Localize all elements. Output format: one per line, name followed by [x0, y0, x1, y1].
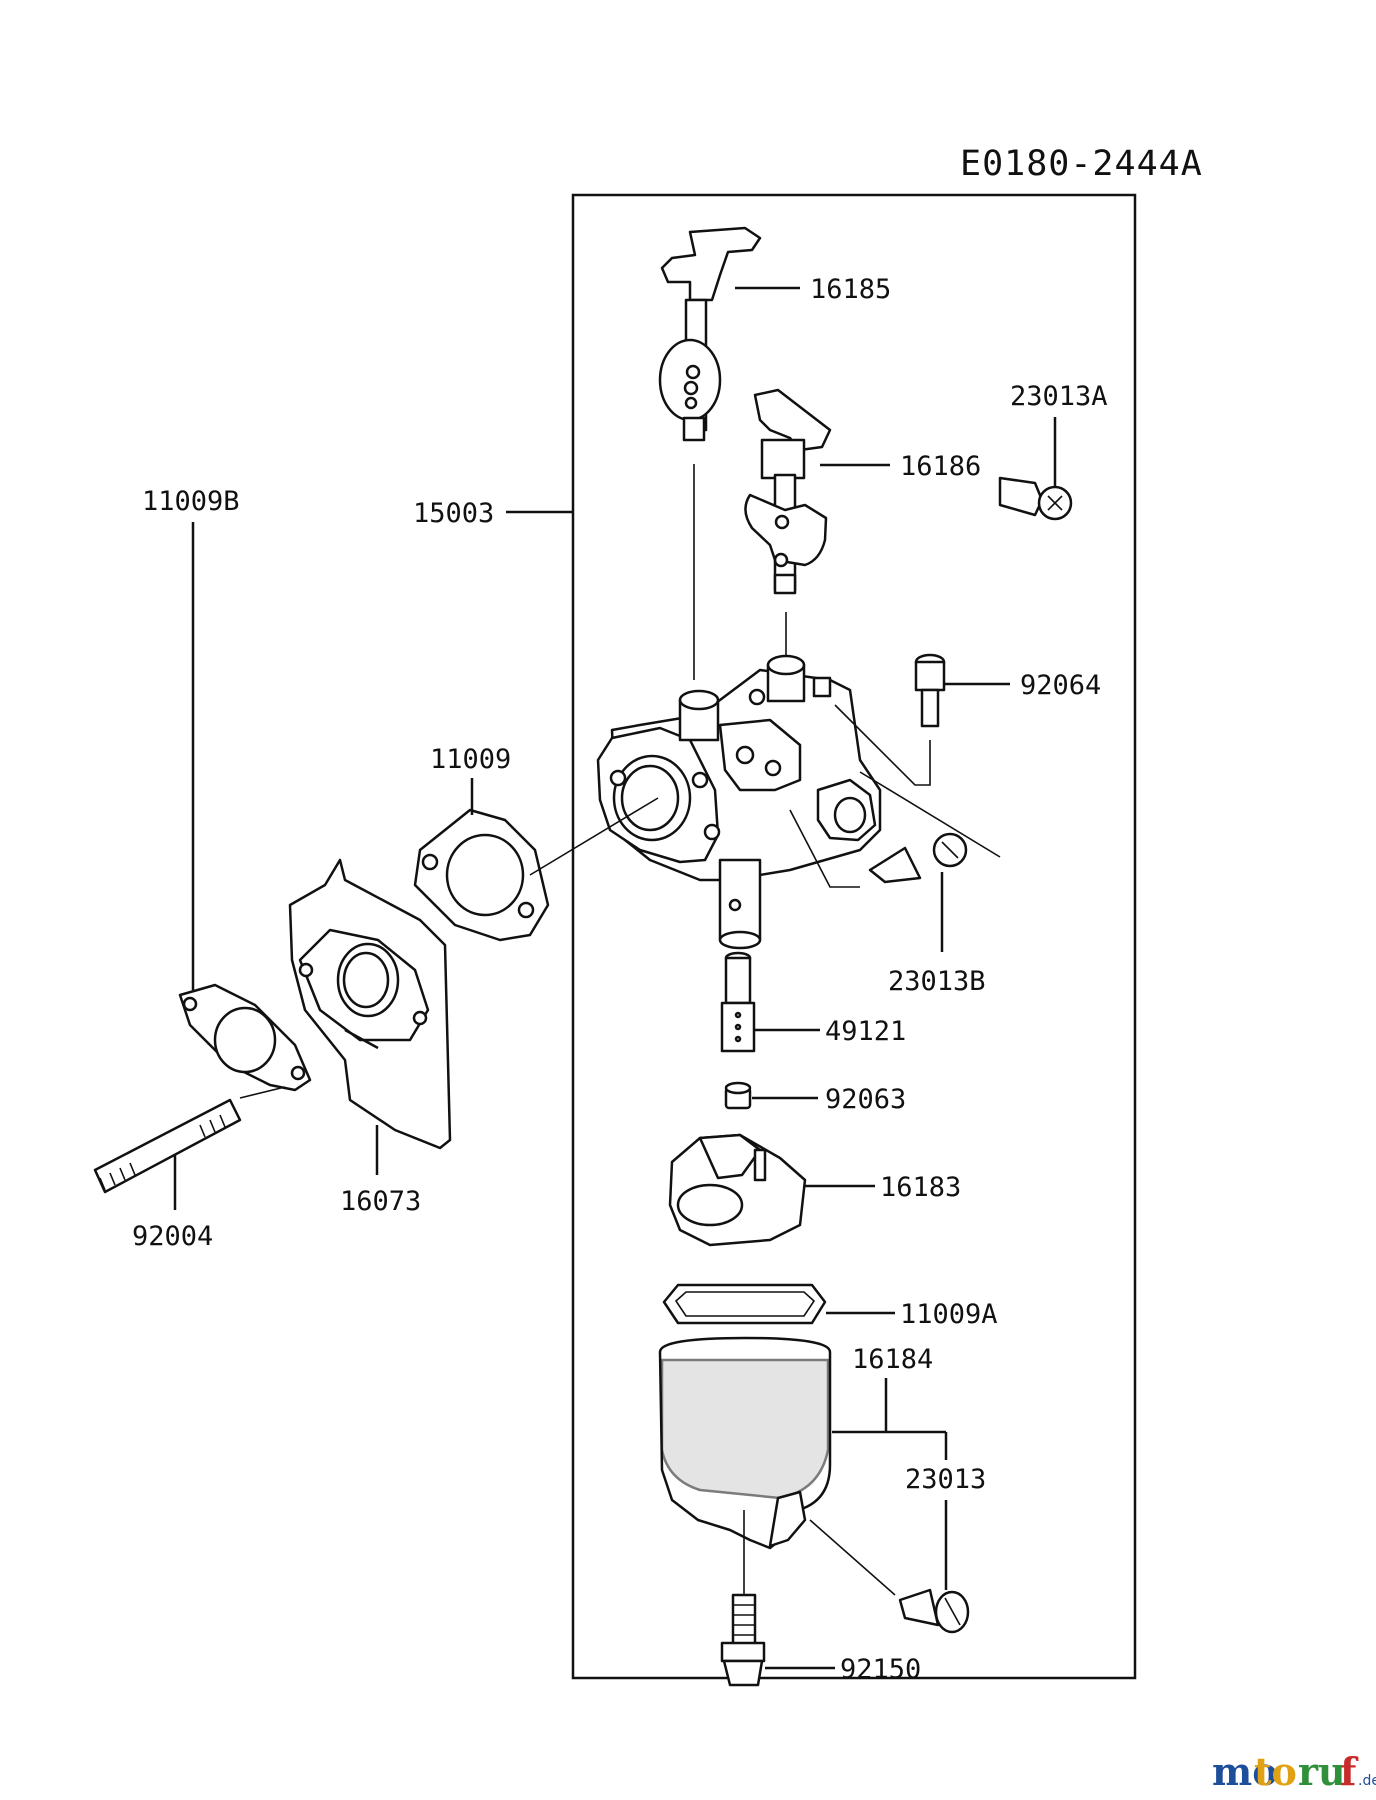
screw-23013-part[interactable] [898, 1588, 970, 1634]
insulator-16073-part[interactable] [288, 858, 452, 1150]
nozzle-49121-part[interactable] [720, 951, 756, 1053]
idle-screw-92064-part[interactable] [914, 653, 946, 728]
float-16183-part[interactable] [668, 1133, 807, 1247]
gasket-11009B-part[interactable] [178, 983, 312, 1092]
label-11009: 11009 [430, 744, 511, 775]
label-92064: 92064 [1020, 670, 1101, 701]
label-23013: 23013 [905, 1464, 986, 1495]
label-92150: 92150 [840, 1654, 921, 1685]
choke-shaft-part[interactable] [744, 388, 832, 595]
screw-23013B-part[interactable] [868, 832, 968, 884]
main-jet-92063-part[interactable] [724, 1081, 752, 1110]
label-15003: 15003 [413, 498, 494, 529]
o-ring-11009A-part[interactable] [662, 1283, 827, 1325]
label-16073: 16073 [340, 1186, 421, 1217]
label-11009A: 11009A [900, 1299, 998, 1330]
gasket-11009-part[interactable] [413, 808, 550, 942]
stud-92004-part[interactable] [93, 1098, 242, 1194]
label-49121: 49121 [825, 1016, 906, 1047]
watermark-part-2: to [1254, 1749, 1297, 1794]
label-16186: 16186 [900, 451, 981, 482]
drain-bolt-92150-part[interactable] [720, 1593, 766, 1687]
label-92004: 92004 [132, 1221, 213, 1252]
watermark-part-3: ru [1298, 1749, 1346, 1794]
label-16183: 16183 [880, 1172, 961, 1203]
watermark-part-1: mo [1212, 1749, 1278, 1794]
label-23013A: 23013A [1010, 381, 1108, 412]
label-16185: 16185 [810, 274, 891, 305]
motoruf-watermark-logo: mo to ru f .de [1212, 1749, 1376, 1794]
diagram-code: E0180-2444A [960, 144, 1203, 184]
label-92063: 92063 [825, 1084, 906, 1115]
carburetor-body-part[interactable] [596, 654, 882, 950]
watermark-tld: .de [1358, 1773, 1376, 1789]
assembly-frame-15003 [571, 193, 1137, 1680]
watermark-part-4: f [1340, 1749, 1359, 1794]
label-16184: 16184 [852, 1344, 933, 1375]
label-11009B: 11009B [142, 486, 240, 517]
throttle-shaft-part[interactable] [658, 226, 762, 442]
label-23013B: 23013B [888, 966, 986, 997]
screw-23013A-part[interactable] [998, 476, 1073, 521]
float-bowl-16184-part[interactable] [658, 1336, 832, 1550]
